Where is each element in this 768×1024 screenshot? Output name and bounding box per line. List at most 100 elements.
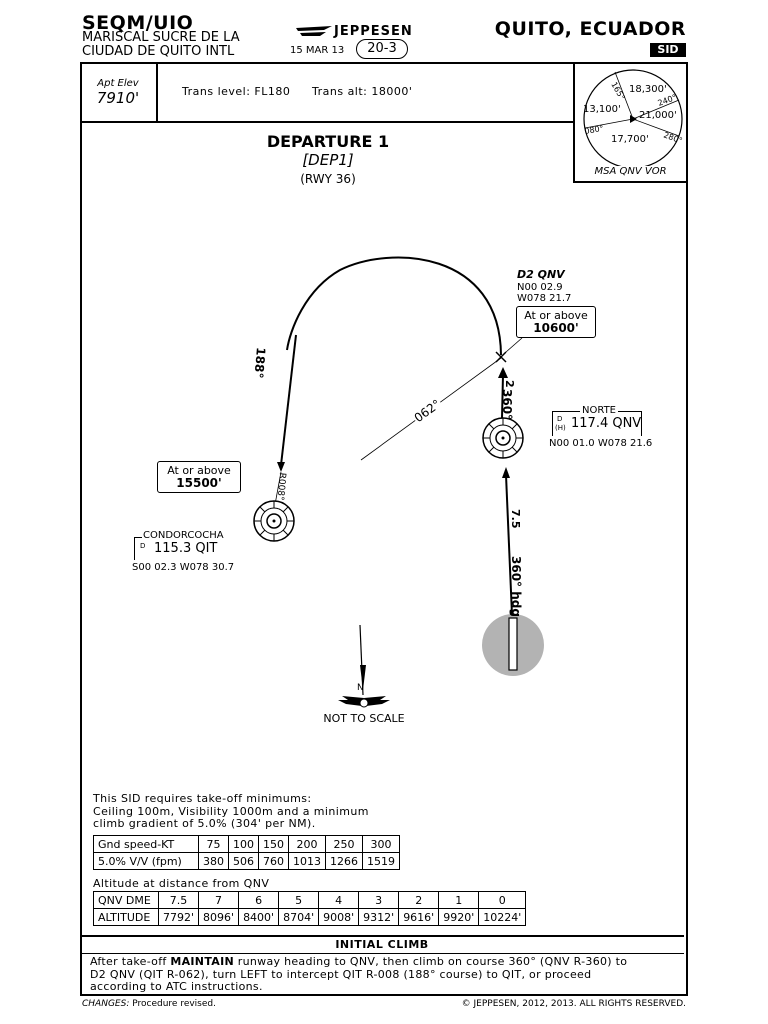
d2qnv-name: D2 QNV [517,268,565,281]
msa-caption: MSA QNV VOR [594,166,667,177]
minimums-line1: This SID requires take-off minimums: [93,792,312,805]
condorcocha-frequency: 115.3 QIT [154,541,218,556]
table-cell: 760 [258,852,289,870]
table-cell: 506 [228,852,259,870]
chart-number: 20-3 [367,41,397,56]
minimums-text: This SID requires take-off minimums: Cei… [93,792,369,831]
d2qnv-lat: N00 02.9 [517,282,563,293]
chart-type-badge: SID [650,43,686,57]
norte-name: NORTE [580,405,618,416]
table-cell: Gnd speed-KT [93,835,199,853]
table-cell: 2 [398,891,440,909]
initial-climb-text: After take-off MAINTAIN runway heading t… [90,955,680,994]
table-cell: 8400' [238,908,280,926]
course-360-distance: 2 [503,380,516,388]
table-row: Gnd speed-KT 75 100 150 200 250 300 [93,835,400,853]
table-cell: 9312' [358,908,400,926]
table-cell: 9008' [318,908,360,926]
airport-ident: SEQM/UIO [82,12,194,34]
table-row: 5.0% V/V (fpm) 380 506 760 1013 1266 151… [93,852,400,870]
initial-climb-line1: After take-off MAINTAIN runway heading t… [90,955,680,969]
table-cell: 75 [198,835,229,853]
jeppesen-wings-icon [338,696,390,708]
not-to-scale: NOT TO SCALE [323,712,405,725]
table-cell: 7792' [157,908,200,926]
table-cell: 8096' [198,908,240,926]
brand-name: JEPPESEN [334,24,413,39]
initial-climb-line2: D2 QNV (QIT R-062), turn LEFT to interce… [90,967,592,981]
table-cell: 8704' [278,908,320,926]
table-cell: 100 [228,835,259,853]
condorcocha-coords: S00 02.3 W078 30.7 [132,562,235,573]
apt-elev-value: 7910' [96,89,140,107]
trans-alt: Trans alt: 18000' [312,85,413,98]
condorcocha-altitude-box: At or above 15500' [157,461,241,493]
table-cell: 4 [318,891,360,909]
table-cell: QNV DME [93,891,159,909]
course-360-label: 360° [500,389,514,421]
table-cell: 1266 [325,852,363,870]
table-cell: 0 [478,891,527,909]
condor-alt-line1: At or above [167,464,231,477]
north-label: N [357,683,364,693]
copyright: © JEPPESEN, 2012, 2013. ALL RIGHTS RESER… [461,999,686,1009]
trans-level: Trans level: FL180 [182,85,291,98]
norte-d: D [557,415,563,423]
plan-view [273,256,544,696]
msa-alt-ne: 18,300' [629,84,667,95]
table-cell: 10224' [478,908,527,926]
table-cell: 6 [238,891,280,909]
table-cell: 1 [438,891,480,909]
norte-coords: N00 01.0 W078 21.6 [549,438,653,449]
svg-text:080°: 080° [584,124,605,136]
procedure-code: [DEP1] [302,151,354,169]
chart-date: 15 MAR 13 [290,45,345,56]
initial-climb-lead: After take-off [90,955,171,968]
condor-alt-line2: 15500' [176,476,222,490]
airport-name-line2: CIUDAD DE QUITO INTL [82,44,235,59]
msa-alt-w: 13,100' [583,104,621,115]
changes-text: Procedure revised. [132,999,216,1009]
procedure-runway: (RWY 36) [300,172,356,186]
d2qnv-altitude-box: At or above 10600' [516,306,596,338]
condorcocha-vor-icon [253,500,295,542]
apt-elev-cell: Apt Elev 7910' [80,62,158,121]
table-row: ALTITUDE 7792' 8096' 8400' 8704' 9008' 9… [93,908,527,926]
initial-climb-divider [80,953,684,954]
msa-diagram: 165° 240° 280° 080° [583,69,684,166]
airport-name-line1: MARISCAL SUCRE DE LA [82,30,240,45]
initial-climb-maintain: MAINTAIN [170,955,234,968]
initial-climb-line3: according to ATC instructions. [90,980,263,993]
table-row: QNV DME 7.5 7 6 5 4 3 2 1 0 [93,891,527,909]
initial-climb-rest: runway heading to QNV, then climb on cou… [233,955,628,968]
apt-elev-label: Apt Elev [97,78,139,89]
msa-alt-e: 21,000' [639,110,677,121]
norte-vor-icon [482,417,524,459]
d2qnv-alt-line1: At or above [524,309,588,322]
changes-note: CHANGES: Procedure revised. [82,999,216,1009]
table-cell: 7.5 [157,891,200,909]
table-cell: 380 [198,852,229,870]
jeppesen-logo-icon [296,26,332,36]
chart-frame [80,62,688,996]
d2qnv-alt-line2: 10600' [533,321,579,335]
table-cell: 200 [288,835,326,853]
minimums-line3: climb gradient of 5.0% (304' per NM). [93,817,316,830]
chart-number-badge: 20-3 [356,39,408,59]
initial-climb-header: INITIAL CLIMB [335,938,429,951]
norte-h: (H) [555,424,566,432]
runway-distance: 7.5 [509,509,522,529]
table-cell: 5.0% V/V (fpm) [93,852,199,870]
d2qnv-lon: W078 21.7 [517,293,572,304]
altitude-distance-table: QNV DME 7.5 7 6 5 4 3 2 1 0 ALTITUDE 779… [93,891,527,926]
changes-label: CHANGES: [82,999,130,1009]
runway-heading: 360° hdg [509,556,523,617]
table-cell: 5 [278,891,320,909]
climb-gradient-table: Gnd speed-KT 75 100 150 200 250 300 5.0%… [93,835,400,870]
table-cell: 7 [198,891,240,909]
course-188-label: 188° [251,346,268,379]
table-cell: ALTITUDE [93,908,159,926]
condorcocha-name: CONDORCOCHA [142,530,225,541]
procedure-title: DEPARTURE 1 [266,132,390,151]
minimums-line2: Ceiling 100m, Visibility 1000m and a min… [93,804,369,818]
